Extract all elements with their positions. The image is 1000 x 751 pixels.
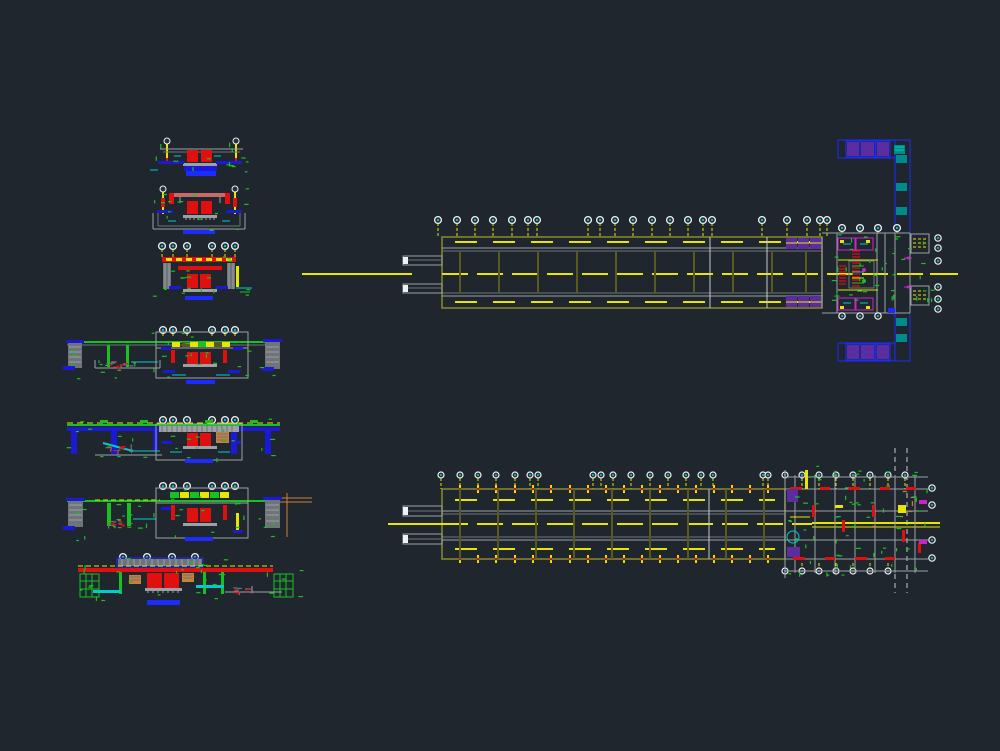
cross-section-1 [150, 137, 249, 176]
cross-section-4 [63, 325, 282, 384]
cross-section-3 [152, 241, 252, 300]
plan-lower-station [388, 448, 940, 593]
cross-section-2 [152, 185, 250, 234]
plan-upper-station [302, 139, 958, 362]
cross-section-7 [78, 552, 304, 605]
cross-section-5 [66, 415, 280, 463]
cross-section-6 [63, 481, 312, 542]
